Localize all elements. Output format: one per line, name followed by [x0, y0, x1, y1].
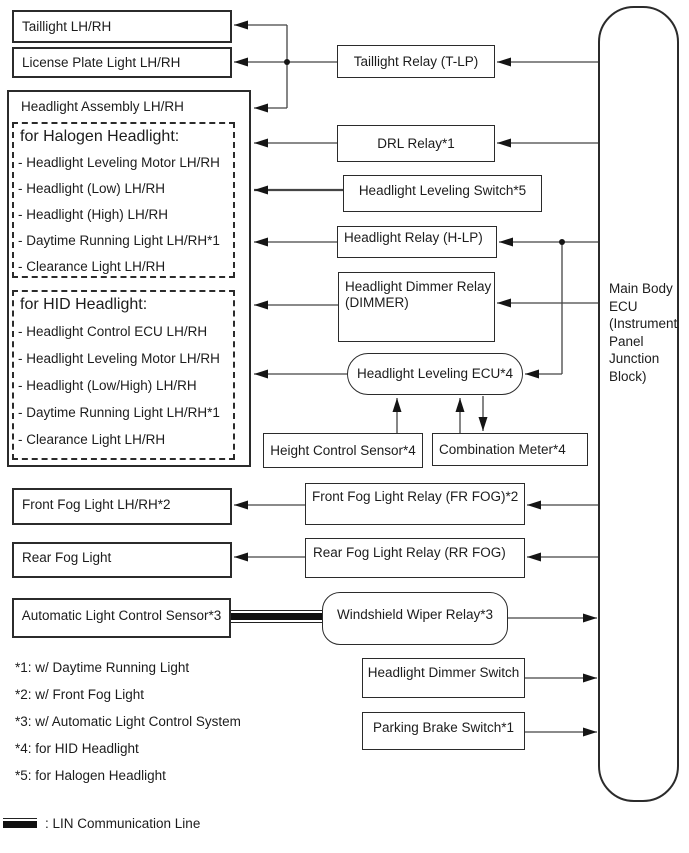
- halogen-item: - Clearance Light LH/RH: [18, 259, 166, 274]
- halogen-item: - Headlight (Low) LH/RH: [18, 181, 166, 196]
- license-plate-light-label: License Plate Light LH/RH: [22, 54, 181, 70]
- headlight-assembly-box: Headlight Assembly LH/RH for Halogen Hea…: [7, 90, 251, 467]
- hid-group-title: for HID Headlight:: [20, 296, 148, 313]
- rear-fog-light-box: Rear Fog Light: [12, 542, 232, 578]
- footnote-3: *3: w/ Automatic Light Control System: [15, 714, 241, 729]
- rear-fog-light-relay-box: Rear Fog Light Relay (RR FOG): [305, 538, 525, 578]
- license-plate-light-box: License Plate Light LH/RH: [12, 47, 232, 78]
- drl-relay-box: DRL Relay*1: [337, 125, 495, 162]
- front-fog-light-relay-label: Front Fog Light Relay (FR FOG)*2: [312, 489, 519, 504]
- height-control-sensor-box: Height Control Sensor*4: [263, 433, 423, 468]
- auto-light-control-sensor-label: Automatic Light Control Sensor*3: [21, 608, 222, 624]
- combination-meter-box: Combination Meter*4: [432, 433, 588, 466]
- halogen-item: - Headlight (High) LH/RH: [18, 207, 169, 222]
- height-control-sensor-label: Height Control Sensor*4: [270, 442, 416, 458]
- windshield-wiper-relay-box: Windshield Wiper Relay*3: [322, 592, 508, 645]
- headlight-dimmer-switch-label: Headlight Dimmer Switch: [367, 665, 520, 680]
- headlight-dimmer-relay-box: Headlight Dimmer Relay (DIMMER): [338, 272, 495, 342]
- rear-fog-light-label: Rear Fog Light: [22, 550, 112, 566]
- front-fog-light-relay-box: Front Fog Light Relay (FR FOG)*2: [305, 483, 525, 525]
- headlight-relay-box: Headlight Relay (H-LP): [337, 226, 497, 258]
- main-body-ecu-label: Main Body ECU (Instrument Panel Junction…: [609, 281, 678, 384]
- halogen-item: - Daytime Running Light LH/RH*1: [18, 233, 220, 248]
- taillight-relay-box: Taillight Relay (T-LP): [337, 45, 495, 78]
- combination-meter-label: Combination Meter*4: [439, 441, 566, 457]
- front-fog-light-label: Front Fog Light LH/RH*2: [22, 496, 171, 512]
- footnote-2: *2: w/ Front Fog Light: [15, 687, 145, 702]
- parking-brake-switch-box: Parking Brake Switch*1: [362, 712, 525, 750]
- hid-item: - Headlight Leveling Motor LH/RH: [18, 351, 220, 366]
- footnote-4: *4: for HID Headlight: [15, 741, 139, 756]
- hid-item: - Clearance Light LH/RH: [18, 432, 166, 447]
- main-body-ecu-box: Main Body ECU (Instrument Panel Junction…: [598, 6, 679, 802]
- footnote-1: *1: w/ Daytime Running Light: [15, 660, 190, 675]
- headlight-leveling-switch-label: Headlight Leveling Switch*5: [358, 183, 527, 199]
- headlight-assembly-title: Headlight Assembly LH/RH: [21, 99, 184, 114]
- hid-headlight-group: for HID Headlight: - Headlight Control E…: [12, 290, 235, 460]
- halogen-item: - Headlight Leveling Motor LH/RH: [18, 155, 220, 170]
- lin-communication-line: [231, 610, 322, 623]
- front-fog-light-box: Front Fog Light LH/RH*2: [12, 488, 232, 525]
- hid-item: - Daytime Running Light LH/RH*1: [18, 405, 220, 420]
- taillight-relay-label: Taillight Relay (T-LP): [353, 53, 479, 69]
- rear-fog-light-relay-label: Rear Fog Light Relay (RR FOG): [313, 545, 506, 560]
- windshield-wiper-relay-label: Windshield Wiper Relay*3: [336, 606, 494, 622]
- headlight-leveling-switch-box: Headlight Leveling Switch*5: [343, 175, 542, 212]
- headlight-leveling-ecu-label: Headlight Leveling ECU*4: [356, 366, 514, 382]
- footnote-5: *5: for Halogen Headlight: [15, 768, 166, 783]
- taillight-box: Taillight LH/RH: [12, 10, 232, 43]
- hid-item: - Headlight (Low/High) LH/RH: [18, 378, 197, 393]
- headlight-leveling-ecu-box: Headlight Leveling ECU*4: [347, 353, 523, 395]
- lin-line-legend-swatch: [3, 818, 37, 830]
- lin-line-legend-label: : LIN Communication Line: [45, 816, 201, 831]
- headlight-relay-label: Headlight Relay (H-LP): [344, 230, 483, 245]
- auto-light-control-sensor-box: Automatic Light Control Sensor*3: [12, 598, 231, 638]
- headlight-dimmer-relay-label: Headlight Dimmer Relay (DIMMER): [345, 279, 492, 310]
- drl-relay-label: DRL Relay*1: [377, 135, 455, 151]
- headlight-dimmer-switch-box: Headlight Dimmer Switch: [362, 658, 525, 698]
- hid-item: - Headlight Control ECU LH/RH: [18, 324, 208, 339]
- halogen-headlight-group: for Halogen Headlight: - Headlight Level…: [12, 122, 235, 278]
- parking-brake-switch-label: Parking Brake Switch*1: [372, 720, 515, 735]
- taillight-label: Taillight LH/RH: [22, 18, 112, 34]
- halogen-group-title: for Halogen Headlight:: [20, 128, 180, 145]
